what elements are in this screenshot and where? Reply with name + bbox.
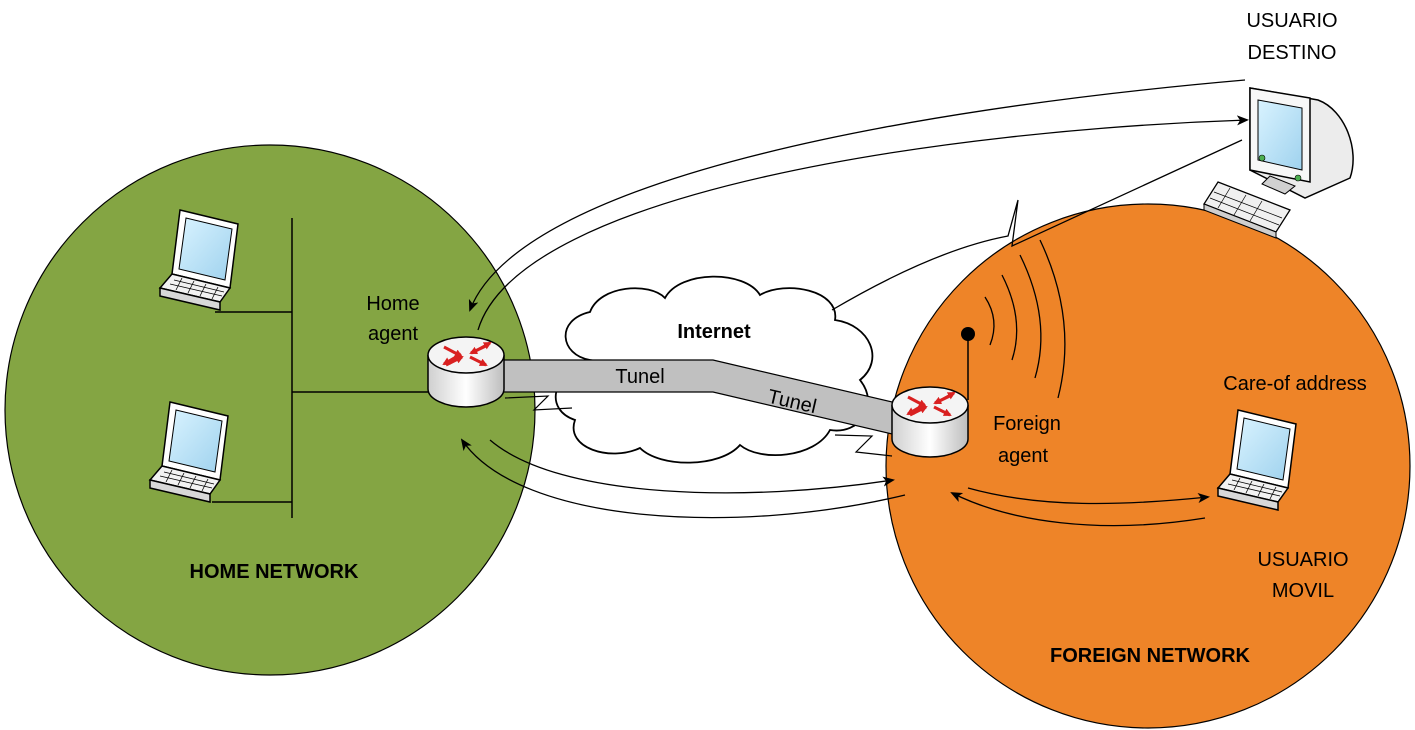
home-agent-label-line2: agent — [368, 323, 418, 345]
foreign-agent-label-line1: Foreign — [993, 413, 1061, 435]
antenna-icon — [961, 327, 975, 400]
router-icon — [892, 387, 968, 457]
foreign-agent-label-line2: agent — [998, 445, 1048, 467]
destination-user-label-line1: USUARIO — [1246, 10, 1337, 32]
flow-arrow-to-home-agent-return — [460, 438, 906, 519]
home-lan-bus — [212, 218, 432, 518]
internet-label: Internet — [677, 321, 751, 343]
home-agent-label-line1: Home — [366, 293, 419, 315]
wireless-signal-icon — [984, 239, 1066, 399]
destination-user-label-line2: DESTINO — [1248, 42, 1337, 64]
router-icon — [428, 337, 504, 407]
flow-arrow-foreign-to-destination — [831, 139, 1243, 311]
tunnel-label-1: Tunel — [615, 366, 664, 388]
home-network-label: HOME NETWORK — [190, 561, 359, 583]
mobile-user-label-line2: MOVIL — [1272, 580, 1334, 602]
flow-arrow-to-home-agent — [468, 79, 1246, 312]
foreign-network-label: FOREIGN NETWORK — [1050, 645, 1251, 667]
desktop-computer-icon — [1203, 87, 1354, 239]
wan-link-home — [504, 395, 573, 411]
home-network-area — [4, 144, 536, 676]
flow-arrow-to-destination — [477, 115, 1249, 331]
mobile-user-label-line1: USUARIO — [1257, 549, 1348, 571]
wan-link-foreign — [834, 434, 893, 457]
care-of-address-label: Care-of address — [1223, 373, 1366, 395]
flow-arrow-from-mobile-user — [950, 492, 1206, 527]
flow-arrow-to-foreign-agent — [489, 439, 895, 494]
flow-arrow-to-mobile-user — [967, 487, 1210, 505]
